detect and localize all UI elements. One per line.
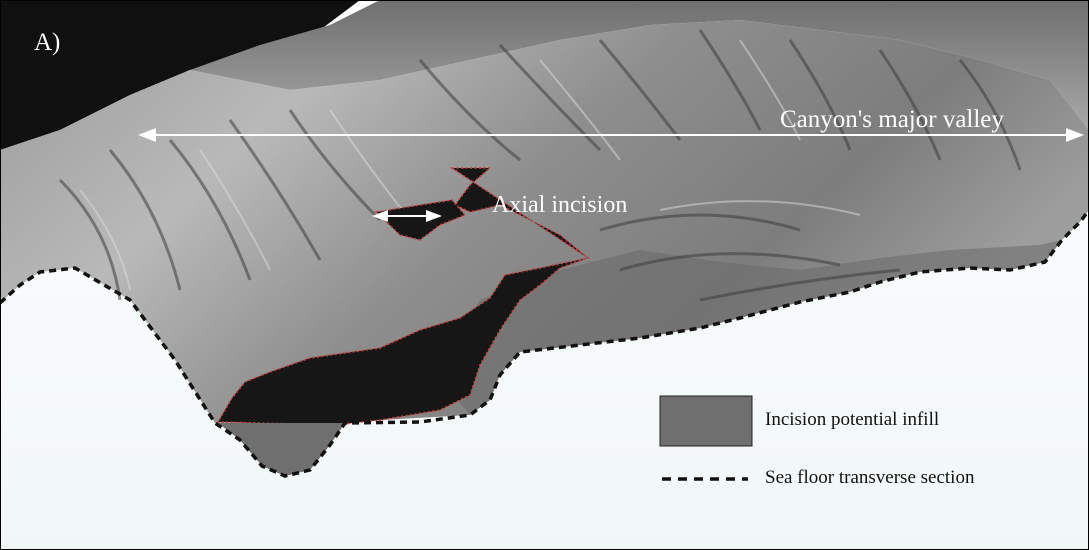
axial-incision-label: Axial incision [492, 193, 627, 217]
panel-label: A) [34, 30, 60, 55]
legend-infill-label: Incision potential infill [765, 410, 939, 429]
major-valley-label: Canyon's major valley [780, 107, 1004, 132]
legend-infill-swatch [660, 396, 752, 446]
legend-section-label: Sea floor transverse section [765, 468, 974, 487]
